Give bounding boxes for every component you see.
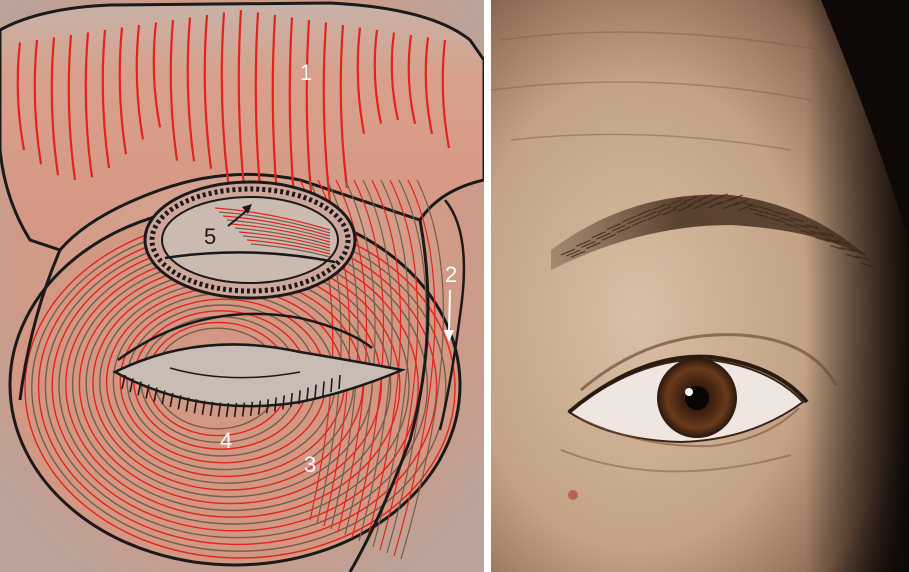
eyelash [339,375,340,389]
eyelid-muscle-diagram [0,0,484,572]
label-4: 4 [220,430,232,452]
skin-spot [568,490,578,500]
catchlight [685,388,693,396]
eyelash [331,378,332,392]
label-frontalis: 1 [300,62,312,84]
eye-photograph [491,0,909,572]
label-2: 2 [445,264,457,286]
anatomy-illustration: 1 2 3 4 5 [0,0,484,572]
label-3: 3 [304,454,316,476]
label-5: 5 [204,226,216,248]
eye-photo [491,0,909,572]
